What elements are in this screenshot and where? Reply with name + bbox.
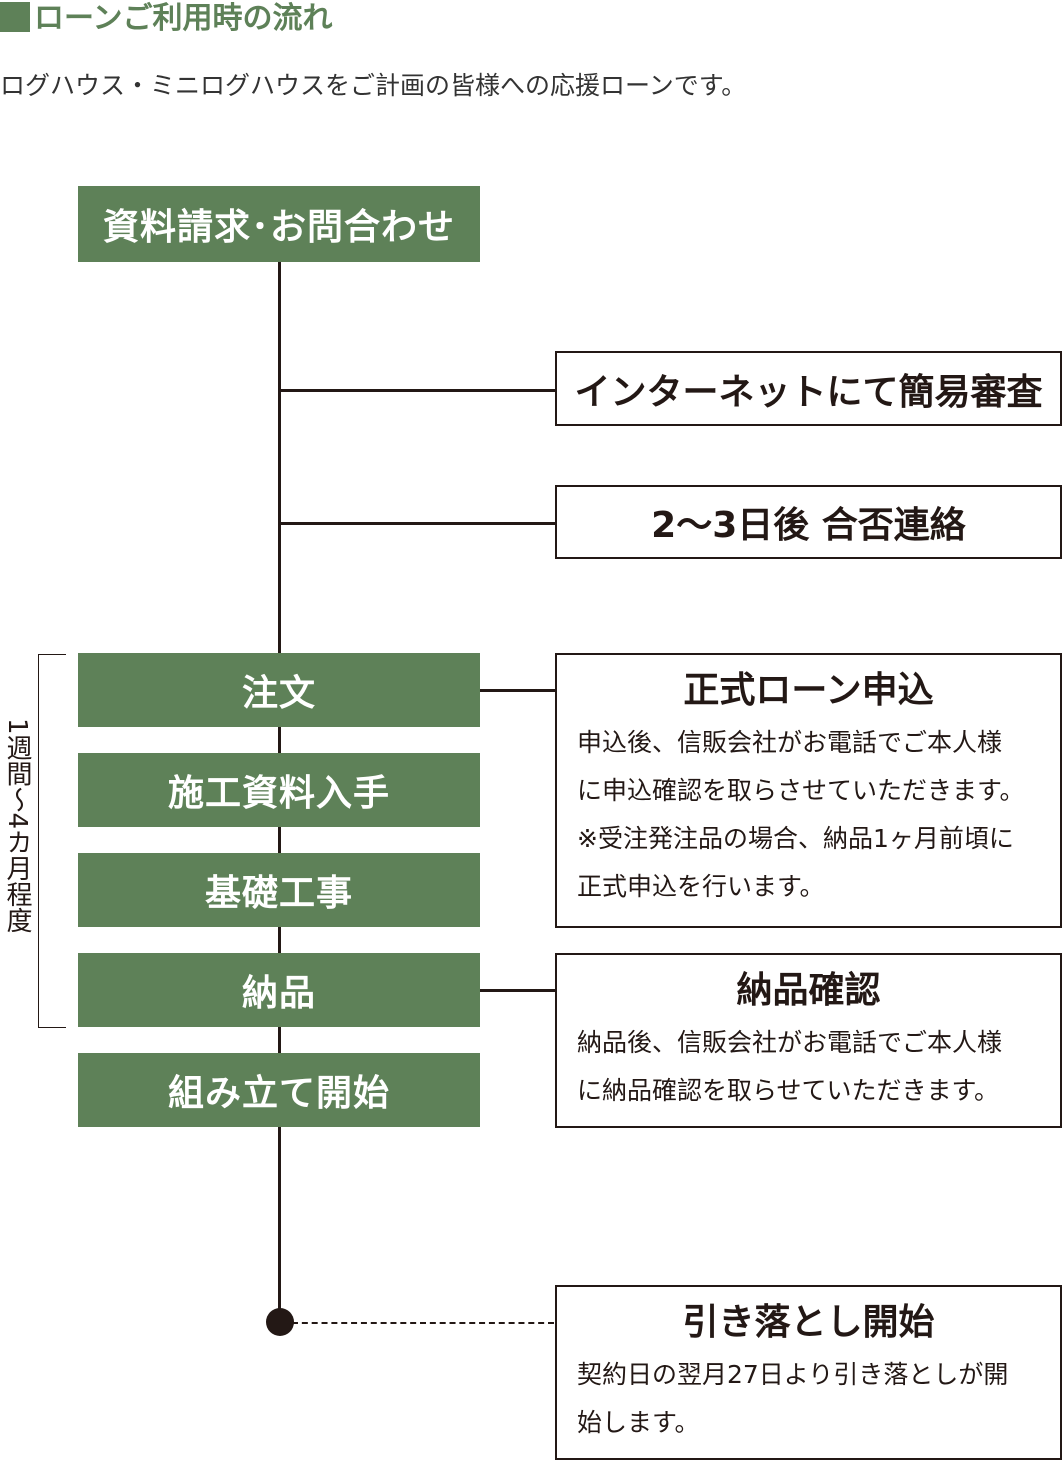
page-title-text: ローンご利用時の流れ: [34, 1, 333, 36]
flow-step-label: 基礎工事: [204, 873, 353, 914]
connector-application: [480, 689, 555, 692]
note-screening: インターネットにて簡易審査: [555, 351, 1062, 426]
connector-screening: [280, 389, 555, 392]
period-label: 1週間～4カ月程度: [2, 718, 32, 934]
page-title: ローンご利用時の流れ: [0, 0, 600, 40]
connector-delivery: [480, 989, 555, 992]
flow-start-label: 資料請求･お問合わせ: [102, 207, 455, 248]
note-debit-body: 契約日の翌月27日より引き落としが開 始します。: [577, 1360, 1009, 1437]
note-result-text: 2～3日後 合否連絡: [651, 505, 966, 546]
note-delivery-title: 納品確認: [736, 970, 881, 1011]
flow-step-label: 注文: [241, 673, 316, 714]
square-icon: [0, 2, 30, 32]
note-application-body: 申込後、信販会社がお電話でご本人様 に申込確認を取らさせていただきます。 ※受注…: [577, 728, 1025, 901]
note-delivery-body: 納品後、信販会社がお電話でご本人様 に納品確認を取らせていただきます。: [577, 1028, 1003, 1105]
connector-debit: [292, 1322, 554, 1324]
note-result: 2～3日後 合否連絡: [555, 485, 1062, 559]
flow-step-label: 納品: [241, 973, 316, 1014]
note-debit-title: 引き落とし開始: [682, 1302, 935, 1343]
flow-step-label: 組み立て開始: [167, 1073, 390, 1114]
note-application-title: 正式ローン申込: [683, 670, 934, 711]
note-screening-text: インターネットにて簡易審査: [574, 371, 1043, 413]
period-bracket: [38, 654, 66, 1028]
flow-step-label: 施工資料入手: [167, 773, 390, 814]
flow-step-foundation: 基礎工事: [78, 853, 480, 927]
timeline-end-dot: [266, 1308, 294, 1336]
flow-start-box: 資料請求･お問合わせ: [78, 186, 480, 262]
intro-text: ログハウス・ミニログハウスをご計画の皆様への応援ローンです。: [0, 71, 747, 100]
note-debit: 引き落とし開始 契約日の翌月27日より引き落としが開 始します。: [555, 1285, 1062, 1460]
note-delivery: 納品確認 納品後、信販会社がお電話でご本人様 に納品確認を取らせていただきます。: [555, 953, 1062, 1128]
connector-result: [280, 522, 555, 525]
note-application: 正式ローン申込 申込後、信販会社がお電話でご本人様 に申込確認を取らさせていただ…: [555, 653, 1062, 928]
flow-step-delivery: 納品: [78, 953, 480, 1027]
flow-step-order: 注文: [78, 653, 480, 727]
flow-step-documents: 施工資料入手: [78, 753, 480, 827]
flow-step-assembly: 組み立て開始: [78, 1053, 480, 1127]
